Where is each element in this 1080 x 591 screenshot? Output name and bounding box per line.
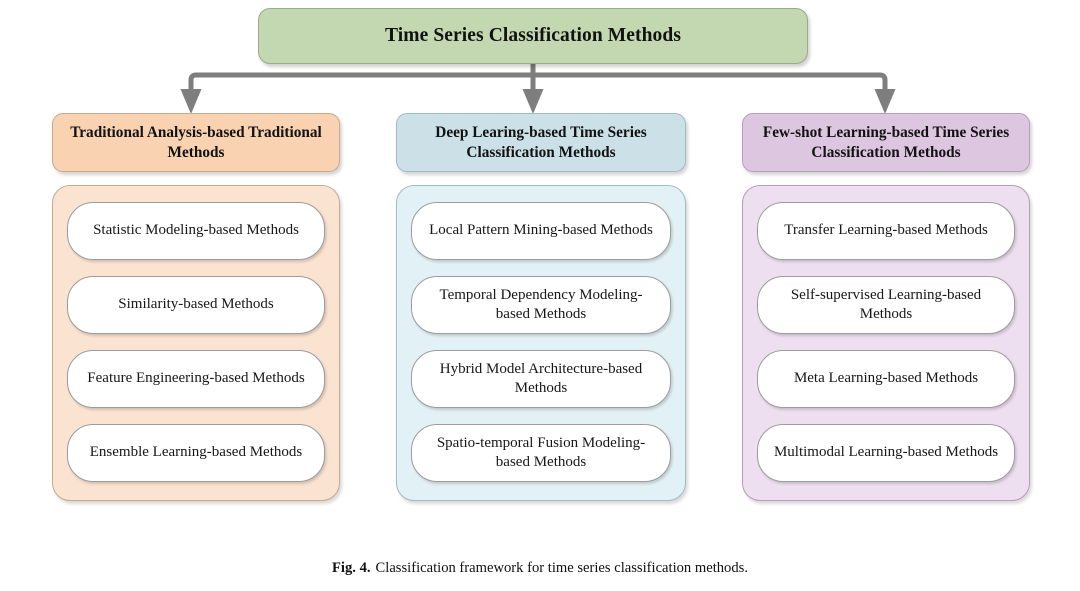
leaf-node-label: Meta Learning-based Methods (793, 370, 979, 387)
leaf-node-label: Transfer Learning-based Methods (784, 222, 988, 239)
leaf-node[interactable]: Feature Engineering-based Methods (67, 350, 325, 408)
leaf-node[interactable]: Meta Learning-based Methods (757, 350, 1015, 408)
category-header-deep-learning[interactable]: Deep Learing-based Time Series Classific… (396, 113, 686, 172)
leaf-node-label: Hybrid Model Architecture-based Methods (439, 360, 643, 397)
leaf-node-label: Self-supervised Learning-based Methods (790, 286, 982, 323)
connector-branch-right (533, 72, 896, 114)
leaf-node[interactable]: Statistic Modeling-based Methods (67, 202, 325, 260)
leaf-node[interactable]: Spatio-temporal Fusion Modeling-based Me… (411, 424, 671, 482)
category-column-traditional: Traditional Analysis-based Traditional M… (52, 113, 340, 501)
leaf-node-label: Ensemble Learning-based Methods (89, 444, 303, 461)
category-body-deep-learning: Local Pattern Mining-based Methods Tempo… (396, 185, 686, 501)
leaf-node-label: Multimodal Learning-based Methods (773, 444, 999, 461)
category-column-deep-learning: Deep Learing-based Time Series Classific… (396, 113, 686, 501)
category-body-few-shot: Transfer Learning-based Methods Self-sup… (742, 185, 1030, 501)
connector-branch-left (180, 72, 533, 114)
leaf-node[interactable]: Ensemble Learning-based Methods (67, 424, 325, 482)
leaf-node-label: Spatio-temporal Fusion Modeling-based Me… (436, 434, 646, 471)
leaf-node[interactable]: Self-supervised Learning-based Methods (757, 276, 1015, 334)
figure-caption: Fig. 4.Classification framework for time… (0, 560, 1080, 577)
leaf-node[interactable]: Local Pattern Mining-based Methods (411, 202, 671, 260)
figure-caption-prefix: Fig. 4. (332, 560, 371, 576)
figure-caption-text: Classification framework for time series… (375, 560, 748, 576)
leaf-node[interactable]: Temporal Dependency Modeling-based Metho… (411, 276, 671, 334)
root-node-label: Time Series Classification Methods (384, 25, 682, 46)
category-header-traditional[interactable]: Traditional Analysis-based Traditional M… (52, 113, 340, 172)
root-node[interactable]: Time Series Classification Methods (258, 8, 808, 64)
leaf-node[interactable]: Hybrid Model Architecture-based Methods (411, 350, 671, 408)
leaf-node-label: Similarity-based Methods (118, 296, 274, 313)
leaf-node-label: Local Pattern Mining-based Methods (429, 222, 653, 239)
leaf-node[interactable]: Transfer Learning-based Methods (757, 202, 1015, 260)
category-column-few-shot: Few-shot Learning-based Time Series Clas… (742, 113, 1030, 501)
leaf-node[interactable]: Similarity-based Methods (67, 276, 325, 334)
category-header-label: Deep Learing-based Time Series Classific… (435, 123, 647, 161)
leaf-node-label: Feature Engineering-based Methods (87, 370, 305, 387)
leaf-node-label: Statistic Modeling-based Methods (93, 222, 299, 239)
category-header-label: Few-shot Learning-based Time Series Clas… (762, 123, 1010, 161)
leaf-node-label: Temporal Dependency Modeling-based Metho… (439, 286, 643, 323)
leaf-node[interactable]: Multimodal Learning-based Methods (757, 424, 1015, 482)
category-body-traditional: Statistic Modeling-based Methods Similar… (52, 185, 340, 501)
category-header-label: Traditional Analysis-based Traditional M… (70, 123, 322, 161)
category-header-few-shot[interactable]: Few-shot Learning-based Time Series Clas… (742, 113, 1030, 172)
